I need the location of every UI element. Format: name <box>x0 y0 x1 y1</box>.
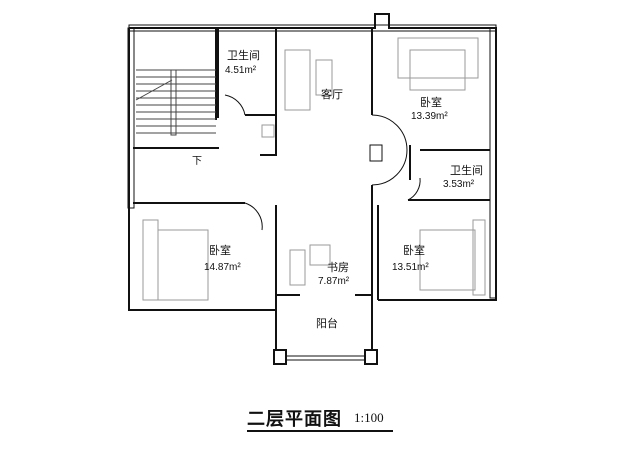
room-area-study: 7.87m² <box>318 276 350 287</box>
room-label-bathroom-2: 卫生间 <box>450 164 483 177</box>
drawing-scale: 1:100 <box>354 410 384 425</box>
room-area-bathroom-1: 4.51m² <box>225 65 257 76</box>
room-label-bathroom-1: 卫生间 <box>227 49 260 62</box>
stair-direction-label: 下 <box>192 156 202 167</box>
room-label-bedroom-sw: 卧室 <box>209 244 231 257</box>
room-area-bathroom-2: 3.53m² <box>443 179 475 190</box>
room-label-study: 书房 <box>327 261 349 274</box>
room-label-balcony: 阳台 <box>316 317 338 330</box>
room-area-bedroom-se: 13.51m² <box>392 262 429 273</box>
title-underline <box>247 430 393 432</box>
room-label-living-room: 客厅 <box>321 88 343 101</box>
room-label-bedroom-ne: 卧室 <box>420 96 442 109</box>
drawing-title: 二层平面图 <box>247 409 342 430</box>
room-area-bedroom-sw: 14.87m² <box>204 262 241 273</box>
room-label-bedroom-se: 卧室 <box>403 244 425 257</box>
room-area-bedroom-ne: 13.39m² <box>411 111 448 122</box>
